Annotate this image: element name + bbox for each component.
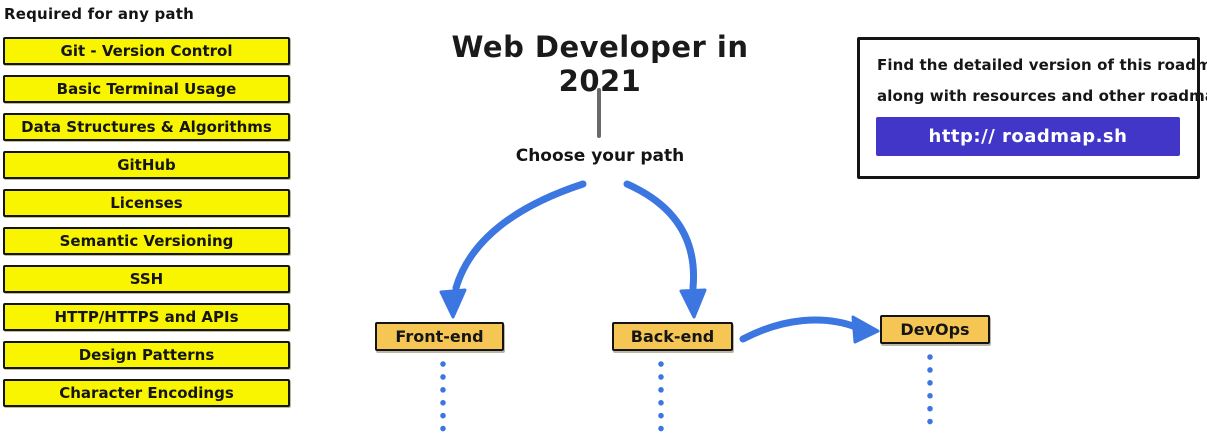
info-box: Find the detailed version of this roadma… xyxy=(857,37,1207,179)
backend-node[interactable]: Back-end xyxy=(612,322,733,351)
title-stem-line xyxy=(597,88,601,138)
required-path-sidebar: Required for any path Git - Version Cont… xyxy=(3,5,290,407)
topic-semantic-versioning[interactable]: Semantic Versioning xyxy=(3,227,290,255)
topic-data-structures[interactable]: Data Structures & Algorithms xyxy=(3,113,290,141)
devops-node[interactable]: DevOps xyxy=(880,315,990,344)
topic-licenses[interactable]: Licenses xyxy=(3,189,290,217)
info-line-2: along with resources and other roadmaps xyxy=(877,87,1207,105)
topic-character-encodings[interactable]: Character Encodings xyxy=(3,379,290,407)
topic-terminal[interactable]: Basic Terminal Usage xyxy=(3,75,290,103)
topic-http-apis[interactable]: HTTP/HTTPS and APIs xyxy=(3,303,290,331)
arrow-to-backend-head xyxy=(679,288,707,319)
topic-git[interactable]: Git - Version Control xyxy=(3,37,290,65)
topic-github[interactable]: GitHub xyxy=(3,151,290,179)
page-title: Web Developer in 2021 xyxy=(451,30,749,98)
required-topic-list: Git - Version Control Basic Terminal Usa… xyxy=(3,37,290,407)
arrow-backend-to-devops-head xyxy=(851,315,880,344)
choose-your-path-label: Choose your path xyxy=(515,146,685,166)
arrow-to-backend xyxy=(623,180,698,292)
info-line-1: Find the detailed version of this roadma… xyxy=(877,56,1207,74)
arrow-to-frontend xyxy=(452,180,587,292)
arrow-backend-to-devops xyxy=(739,316,860,343)
arrow-to-frontend-head xyxy=(439,288,467,319)
frontend-node[interactable]: Front-end xyxy=(375,322,504,351)
topic-ssh[interactable]: SSH xyxy=(3,265,290,293)
topic-design-patterns[interactable]: Design Patterns xyxy=(3,341,290,369)
roadmap-link-button[interactable]: http:// roadmap.sh xyxy=(876,117,1180,156)
required-path-header: Required for any path xyxy=(4,5,194,23)
